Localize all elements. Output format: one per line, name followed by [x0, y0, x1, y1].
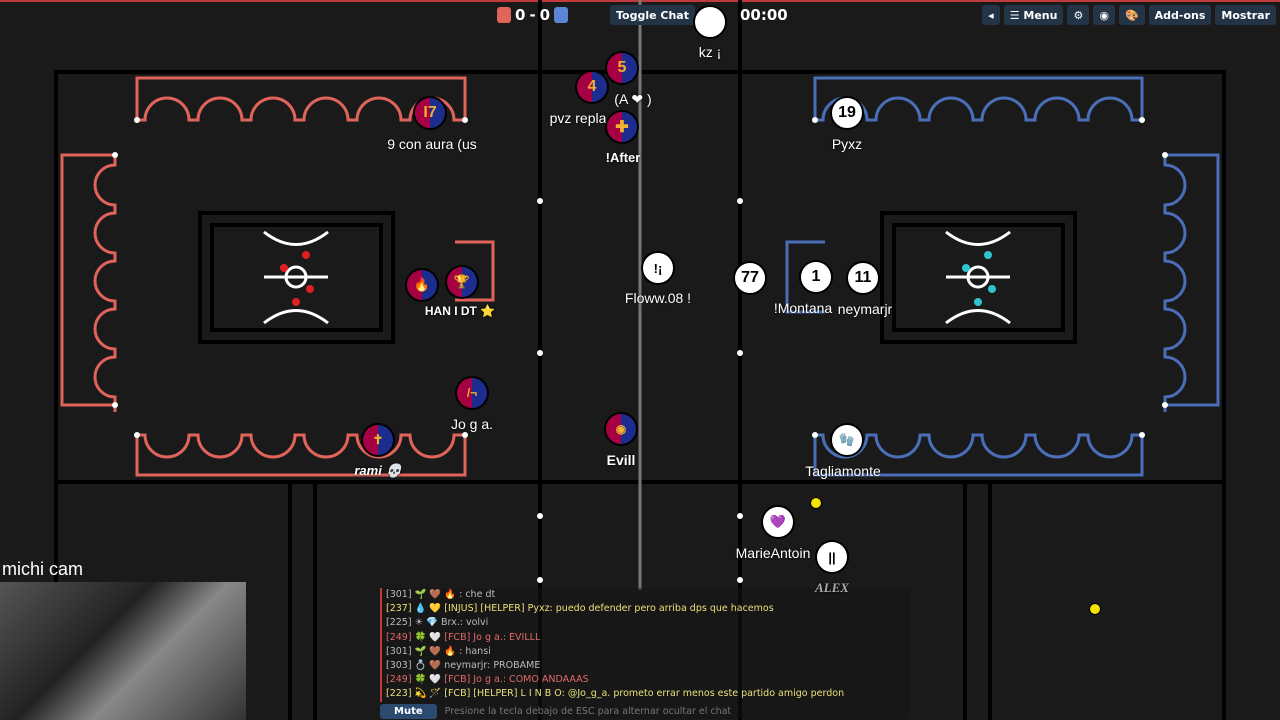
player-name: HAN I DT ⭐ [424, 304, 496, 318]
blue-team-swatch [554, 7, 569, 23]
player-avatar: 🧤 [830, 423, 864, 457]
chat-message: [303] 💍 🤎 neymarjr: PROBAME [380, 658, 910, 674]
player-avatar: ✝ [361, 423, 395, 457]
ball [1089, 603, 1101, 615]
ball [810, 497, 822, 509]
settings-button[interactable]: ⚙ [1067, 5, 1090, 25]
chat-message: [237] 💧 💛 [INJUS] [HELPER] Pyxz: puedo d… [380, 602, 910, 617]
player-name: MarieAntoin [735, 545, 811, 561]
score-separator: - [529, 6, 536, 24]
player-name: Jo g a. [450, 416, 494, 432]
addons-button[interactable]: Add-ons [1148, 5, 1212, 25]
mostrar-button[interactable]: Mostrar [1215, 5, 1276, 25]
player-avatar: 4 [575, 70, 609, 104]
player-avatar: /¬ [455, 376, 489, 410]
palette-button[interactable]: 🎨 [1118, 5, 1145, 25]
player-name: rami 💀 [354, 463, 402, 478]
player-avatar: 1 [799, 260, 833, 294]
player-avatar: 🔥 [405, 268, 439, 302]
player-name: Floww.08 ! [624, 290, 692, 306]
player-name: 9 con aura (us [387, 136, 477, 152]
webcam-overlay [0, 582, 246, 720]
chat-message: [301] 🌱 🤎 🔥 : hansi [380, 644, 910, 659]
scoreboard: 0 - 0 [497, 5, 569, 25]
toggle-chat-button[interactable]: Toggle Chat [610, 5, 695, 25]
player-avatar [693, 5, 727, 39]
player-name: !Montana [773, 300, 833, 316]
player-avatar: I7 [413, 96, 447, 130]
player-name: !After [605, 150, 641, 165]
red-score: 0 [515, 6, 526, 24]
sound-button[interactable]: ◂ [982, 5, 1000, 25]
chat-message: [301] 🌱 🤎 🔥 : che dt [380, 588, 910, 603]
blue-score: 0 [539, 6, 551, 24]
chat-message: [223] 💫 🪄 [FCB] [HELPER] L I N B O: @Jo_… [380, 687, 910, 702]
chat-message: [249] 🍀 🤍 [FCB] Jo g a.: EVILLL [380, 630, 910, 645]
chat-input-hint[interactable]: Presione la tecla debajo de ESC para alt… [444, 705, 732, 717]
player-avatar: !¡ [641, 251, 675, 285]
player-name: ALEX [815, 580, 849, 595]
player-avatar: 5 [605, 51, 639, 85]
player-avatar: 11 [846, 261, 880, 295]
player-avatar: 💜 [761, 505, 795, 539]
player-avatar: ✚ [605, 110, 639, 144]
mute-button[interactable]: Mute [380, 703, 437, 719]
player-name: neymarjr [837, 301, 893, 317]
match-timer: 00:00 [740, 6, 788, 24]
player-avatar: 19 [830, 96, 864, 130]
player-avatar: 🏆 [445, 265, 479, 299]
menu-button[interactable]: ☰ Menu [1003, 5, 1064, 25]
chat-message: [249] 🍀 🤍 [FCB] Jo g a.: COMO ANDAAAS [380, 673, 910, 688]
chat-panel: [301] 🌱 🤎 🔥 : che dt [237] 💧 💛 [INJUS] [… [380, 588, 910, 719]
player-avatar: 77 [733, 261, 767, 295]
webcam-label: michi cam [2, 559, 84, 579]
player-name: Evill [606, 452, 636, 468]
player-avatar: ◉ [604, 412, 638, 446]
player-name: kz ¡ [698, 44, 722, 60]
player-name: pvz repla [549, 110, 607, 126]
record-button[interactable]: ◉ [1093, 5, 1115, 25]
player-name: Pyxz [831, 136, 863, 152]
player-name: Tagliamonte [805, 463, 881, 479]
player-avatar: || [815, 540, 849, 574]
red-team-swatch [497, 7, 511, 23]
chat-message: [225] ☀ 💎 Brx.: volvi [380, 616, 910, 631]
player-name: (A ❤ ) [614, 91, 652, 107]
